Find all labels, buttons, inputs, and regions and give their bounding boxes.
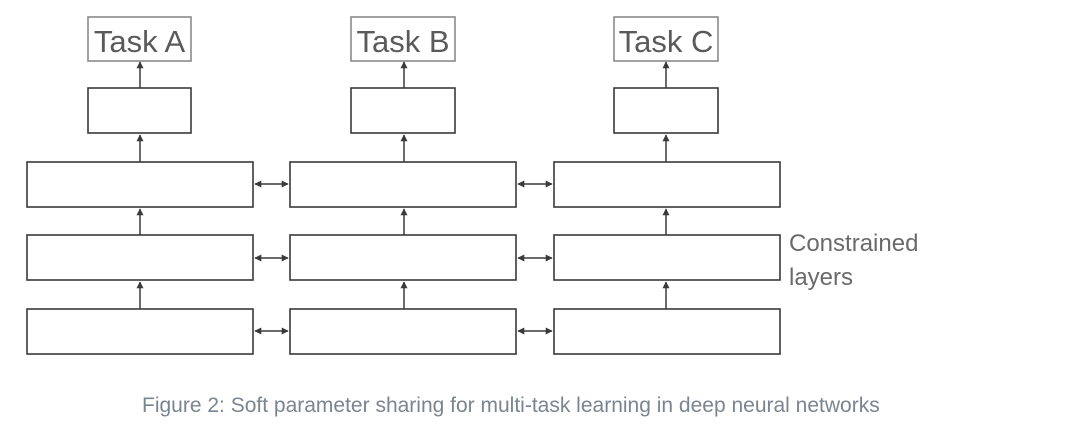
task-b-box	[350, 16, 456, 62]
task-a-label: Task A	[94, 24, 186, 59]
constraint-connectors	[254, 180, 553, 335]
task-c-shared-layer-2	[553, 234, 781, 281]
task-a-specific-layer	[87, 87, 192, 134]
task-c-label: Task C	[619, 24, 714, 59]
task-b-specific-layer	[350, 87, 456, 134]
task-a-shared-layer-2	[26, 234, 254, 281]
column-task-a: Task A	[26, 16, 254, 355]
task-a-box	[87, 16, 192, 62]
column-task-c: Task C	[553, 16, 781, 355]
task-c-specific-layer	[613, 87, 719, 134]
constrained-layers-label-line-1: Constrained	[789, 230, 918, 257]
task-c-box	[613, 16, 719, 62]
task-b-label: Task B	[356, 24, 449, 59]
constrained-layers-label-line-2: layers	[789, 264, 853, 291]
task-b-shared-layer-1	[289, 161, 517, 208]
figure-caption: Figure 2: Soft parameter sharing for mul…	[142, 394, 880, 417]
task-b-shared-layer-2	[289, 234, 517, 281]
column-task-b: Task B	[289, 16, 517, 355]
task-a-shared-layer-1	[26, 161, 254, 208]
task-b-shared-layer-3	[289, 308, 517, 355]
task-c-shared-layer-3	[553, 308, 781, 355]
task-c-shared-layer-1	[553, 161, 781, 208]
task-a-shared-layer-3	[26, 308, 254, 355]
